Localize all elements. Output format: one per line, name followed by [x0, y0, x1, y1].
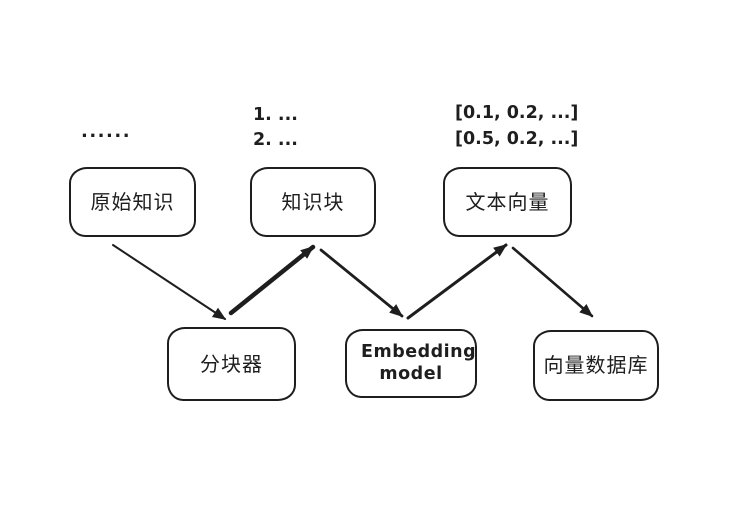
arrow-embedding-to-vectors	[406, 243, 508, 320]
annotation-line: 1. ...	[253, 105, 298, 125]
node-raw-knowledge: 原始知识	[69, 167, 196, 237]
annotation-line: [0.1, 0.2, ...]	[455, 103, 579, 123]
node-knowledge-chunks: 知识块	[250, 167, 376, 237]
annotation-line: 2. ...	[253, 130, 298, 150]
arrow-vectors-to-vectordb	[511, 246, 594, 318]
node-label: 知识块	[281, 189, 345, 214]
node-label: 向量数据库	[543, 353, 649, 377]
annotation-chunk-list: 1. ... 2. ...	[253, 103, 298, 153]
node-label: 原始知识	[90, 189, 175, 214]
node-chunker: 分块器	[167, 327, 296, 401]
node-label: 文本向量	[465, 189, 550, 214]
arrow-raw-to-chunker	[112, 244, 227, 320]
node-label: 分块器	[200, 351, 263, 376]
node-label: Embedding model	[361, 341, 477, 384]
node-text-vectors: 文本向量	[443, 167, 572, 237]
annotation-line: ......	[81, 121, 132, 142]
arrow-chunker-to-chunks	[228, 244, 316, 316]
arrow-chunks-to-embedding	[319, 248, 404, 318]
annotation-line: [0.5, 0.2, ...]	[455, 129, 579, 149]
node-vector-database: 向量数据库	[533, 330, 659, 401]
node-embedding-model: Embedding model	[345, 329, 477, 398]
annotation-raw-ellipsis: ......	[81, 121, 131, 142]
annotation-vector-samples: [0.1, 0.2, ...] [0.5, 0.2, ...]	[455, 100, 578, 152]
